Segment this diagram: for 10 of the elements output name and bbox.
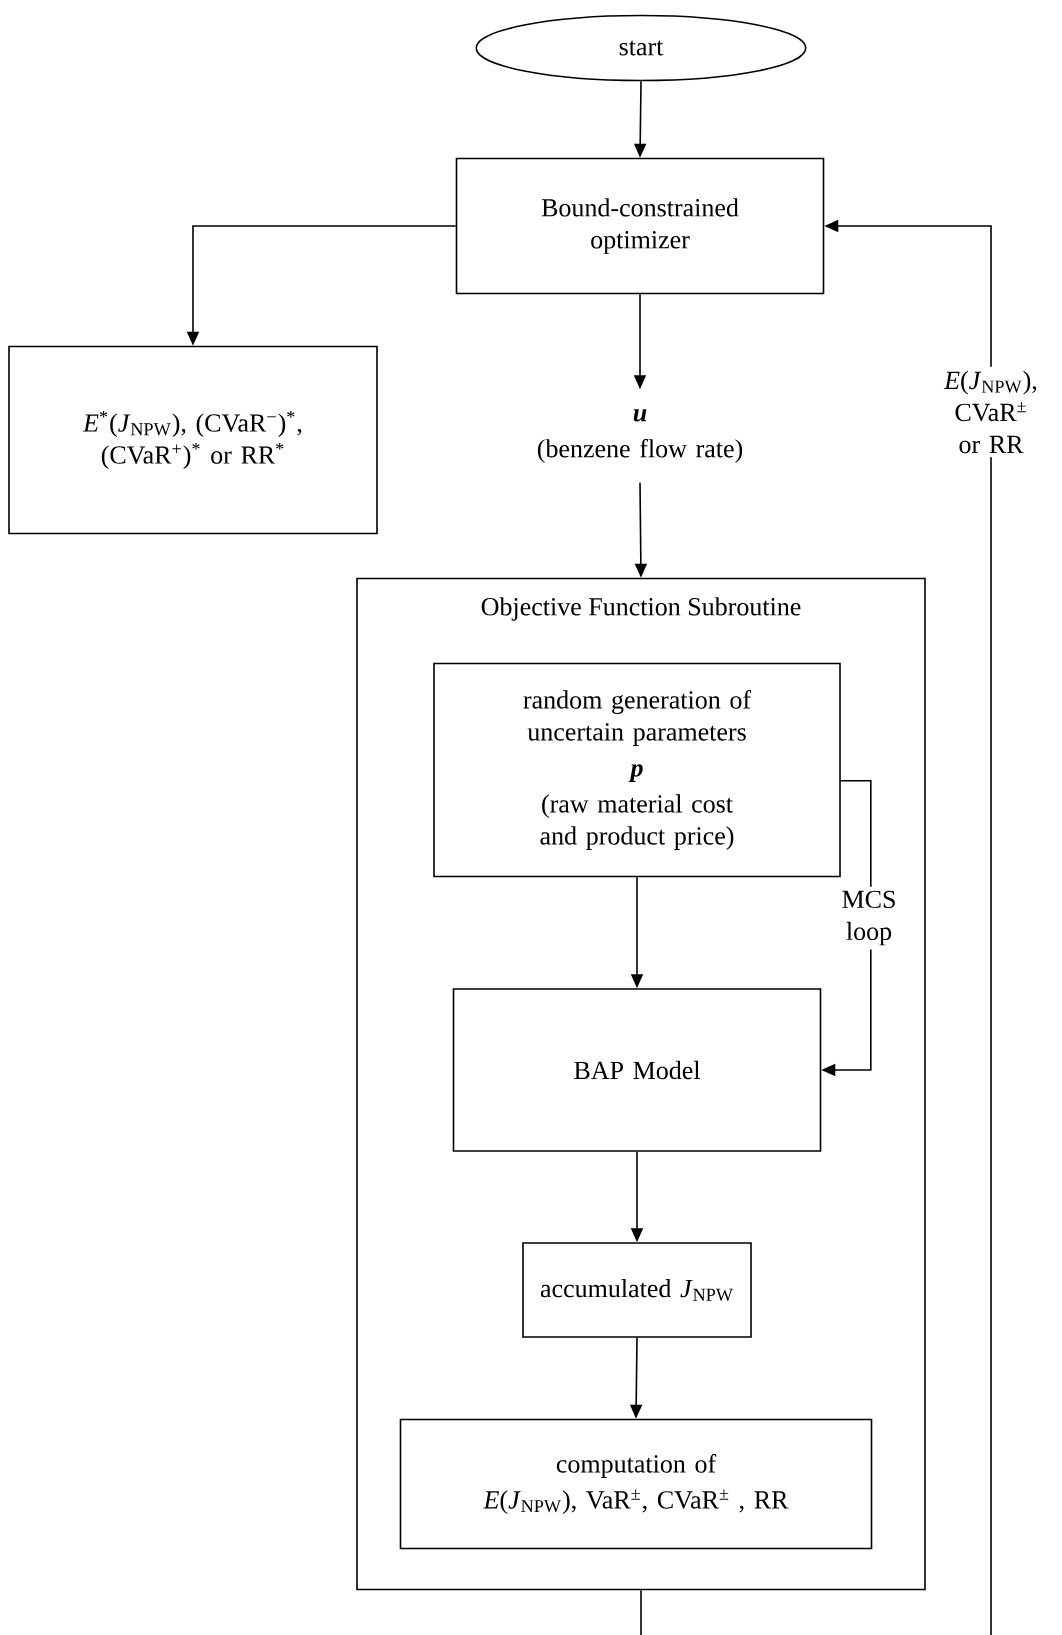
connector-line <box>640 1589 642 1635</box>
process-box: accumulated J$_{NPW}$ <box>522 1242 752 1338</box>
process-box: computation of E(J$_{NPW}$), VaR$^{±}$, CVaR$^{±}$ , RR <box>399 1418 873 1550</box>
variable-label: u (benzene flow rate) <box>537 409 743 463</box>
edge-label: E(J$_{NPW}$), CVaR$^{±}$ or RR <box>917 366 1062 458</box>
process-box: random generation of uncertain parameters p (raw material cost and product price) <box>433 662 841 878</box>
result-box: E$^{*}$(J$_{NPW}$), (CVaR$^{−}$)$^{*}$, (CVaR$^{+}$)$^{*}$ or RR$^{*}$ <box>8 345 378 535</box>
edge-label: MCS loop <box>830 886 908 950</box>
process-box: BAP Model <box>452 988 822 1152</box>
process-box: Bound-constrained optimizer <box>455 157 825 295</box>
